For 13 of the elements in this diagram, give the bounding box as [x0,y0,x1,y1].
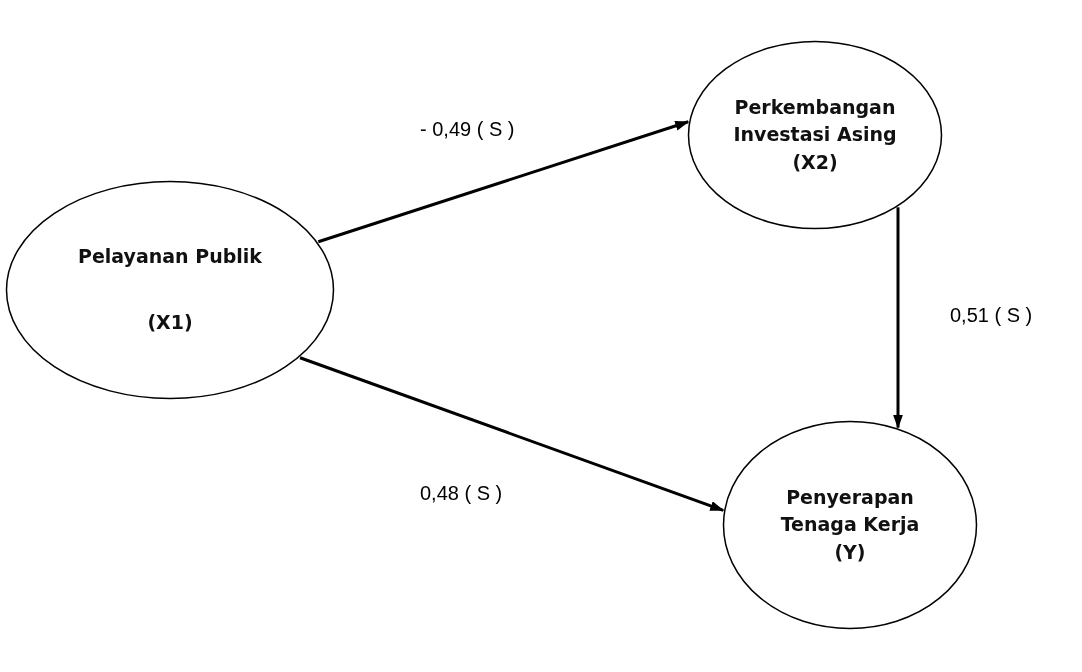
variable-ellipse [722,420,978,630]
variable-ellipse [687,40,943,230]
arrow [317,120,690,244]
variable-name: Perkembangan Investasi Asing [732,94,898,148]
variable-name: (X1) [147,310,193,335]
variable-ellipse [5,180,335,400]
variable-name: (Y) [834,539,866,565]
arrow [299,356,725,512]
arrow [893,207,903,429]
variable-name: (X2) [792,149,838,175]
edge-label: - 0,49 ( S ) [418,118,517,141]
variable-name: Pelayanan Publik [78,244,262,270]
variable-name: Penyerapan Tenaga Kerja [779,484,921,538]
